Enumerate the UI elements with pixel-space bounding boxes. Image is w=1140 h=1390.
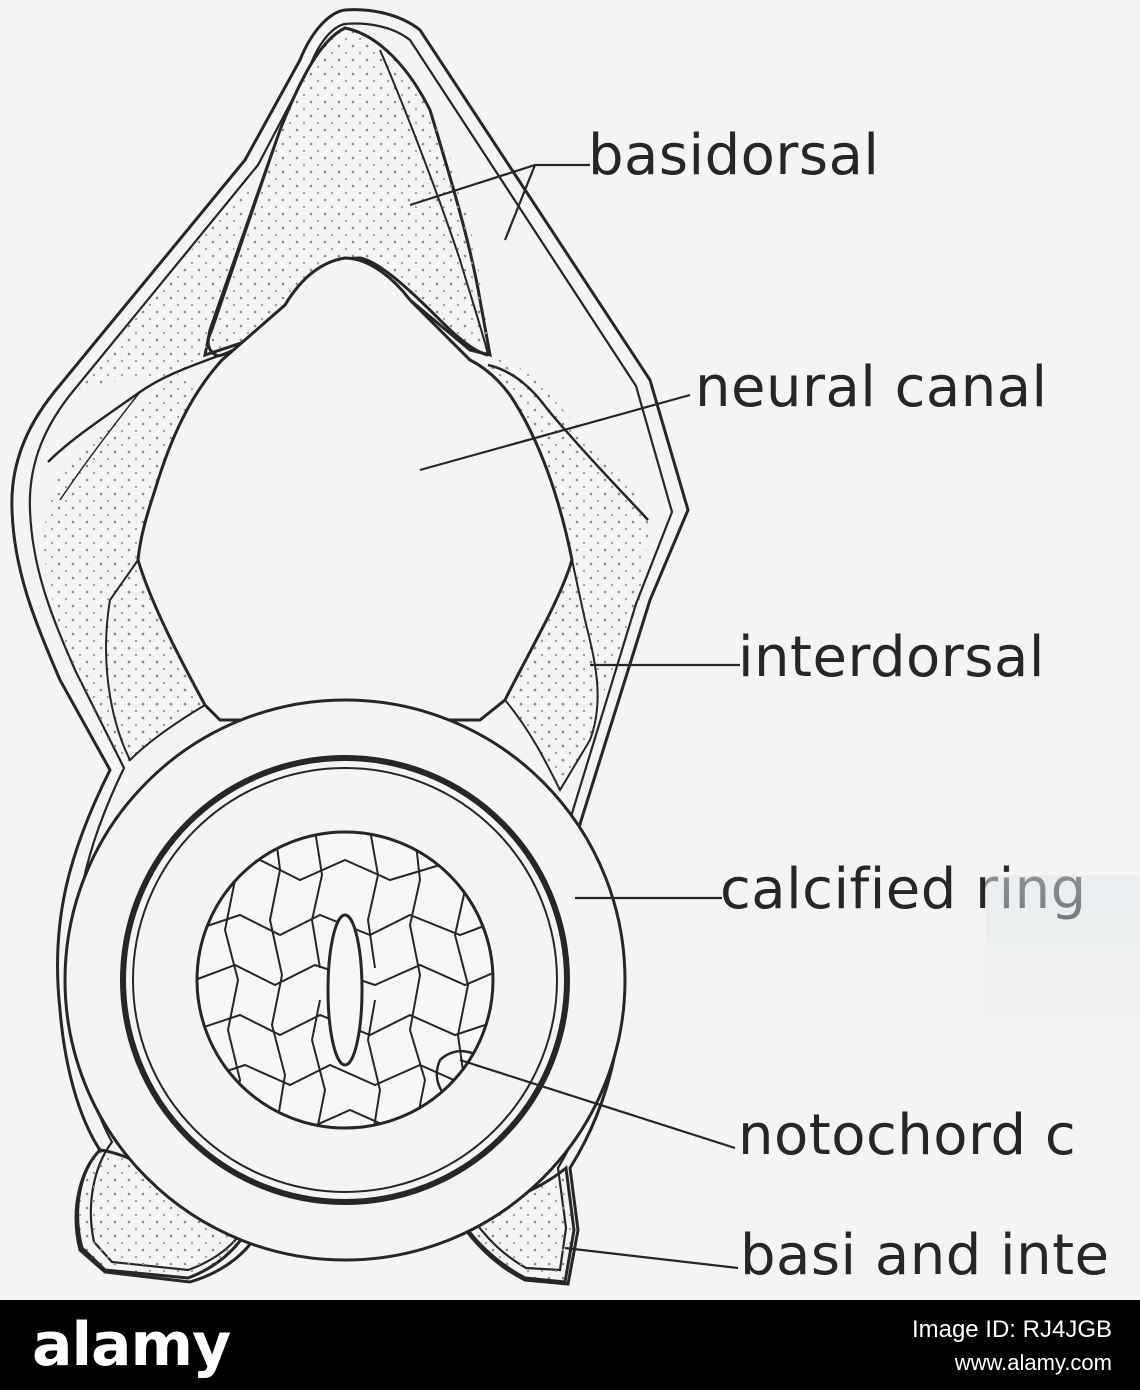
label-calcified-ring: calcified ring (720, 857, 1087, 922)
left-arch-stipple (44, 170, 258, 770)
label-basidorsal: basidorsal (588, 123, 880, 188)
leader-lines (409, 163, 740, 1270)
notochord-center (326, 913, 364, 1067)
label-neural-canal: neural canal (695, 355, 1048, 420)
stock-banner: alamy Image ID: RJ4JGB www.alamy.com (0, 1300, 1140, 1390)
label-notochord: notochord c (738, 1103, 1077, 1168)
calcified-ring-inner (132, 767, 558, 1193)
label-basi-and-inter: basi and inte (740, 1223, 1110, 1288)
site-url[interactable]: www.alamy.com (954, 1350, 1112, 1375)
right-arch-stipple (430, 110, 650, 770)
interdorsal-stipple (503, 559, 599, 793)
label-interdorsal: interdorsal (738, 625, 1045, 690)
vertebra-cross-section (10, 8, 740, 1286)
alamy-logo[interactable]: alamy (32, 1310, 231, 1380)
image-id-text: Image ID: RJ4JGB (911, 1316, 1112, 1343)
vertebra-diagram: basidorsal neural canal interdorsal calc… (10, 8, 1140, 1288)
